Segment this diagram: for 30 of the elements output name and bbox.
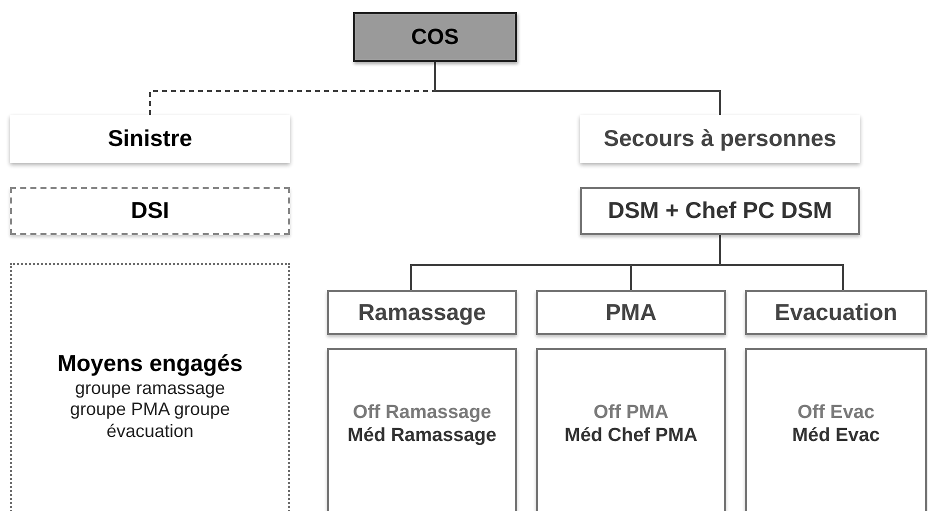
doctor-label: Méd Chef PMA [564, 424, 698, 448]
staff-box [536, 348, 726, 511]
role-box [580, 187, 860, 235]
header-box [353, 12, 517, 62]
group-box [745, 290, 927, 335]
connector-line [719, 235, 844, 290]
connector-line [434, 62, 721, 115]
role-box [10, 187, 290, 235]
resource-panel [10, 263, 290, 511]
node-label: COS [411, 24, 459, 50]
node-label: Evacuation [774, 298, 898, 326]
officer-label: Off Ramassage [352, 402, 492, 425]
officer-label: Off PMA [594, 402, 668, 425]
node-label: DSM + Chef PC DSM [608, 197, 832, 225]
staff-box [327, 348, 517, 511]
doctor-label: Méd Ramassage [348, 424, 496, 448]
staff-box [745, 348, 927, 511]
group-box [327, 290, 517, 335]
doctor-label: Méd Evac [792, 424, 880, 448]
category-box [580, 115, 860, 163]
node-label: Sinistre [108, 125, 192, 153]
node-label: DSI [130, 197, 170, 225]
node-label: Ramassage [358, 298, 486, 326]
category-box [10, 115, 290, 163]
group-box [536, 290, 726, 335]
panel-title: Moyens engagés [57, 350, 243, 378]
officer-label: Off Evac [797, 402, 875, 425]
node-label: Secours à personnes [604, 125, 836, 153]
node-label: PMA [605, 298, 657, 326]
resource-list: groupe ramassage groupe PMA groupe évacuation [55, 378, 245, 442]
